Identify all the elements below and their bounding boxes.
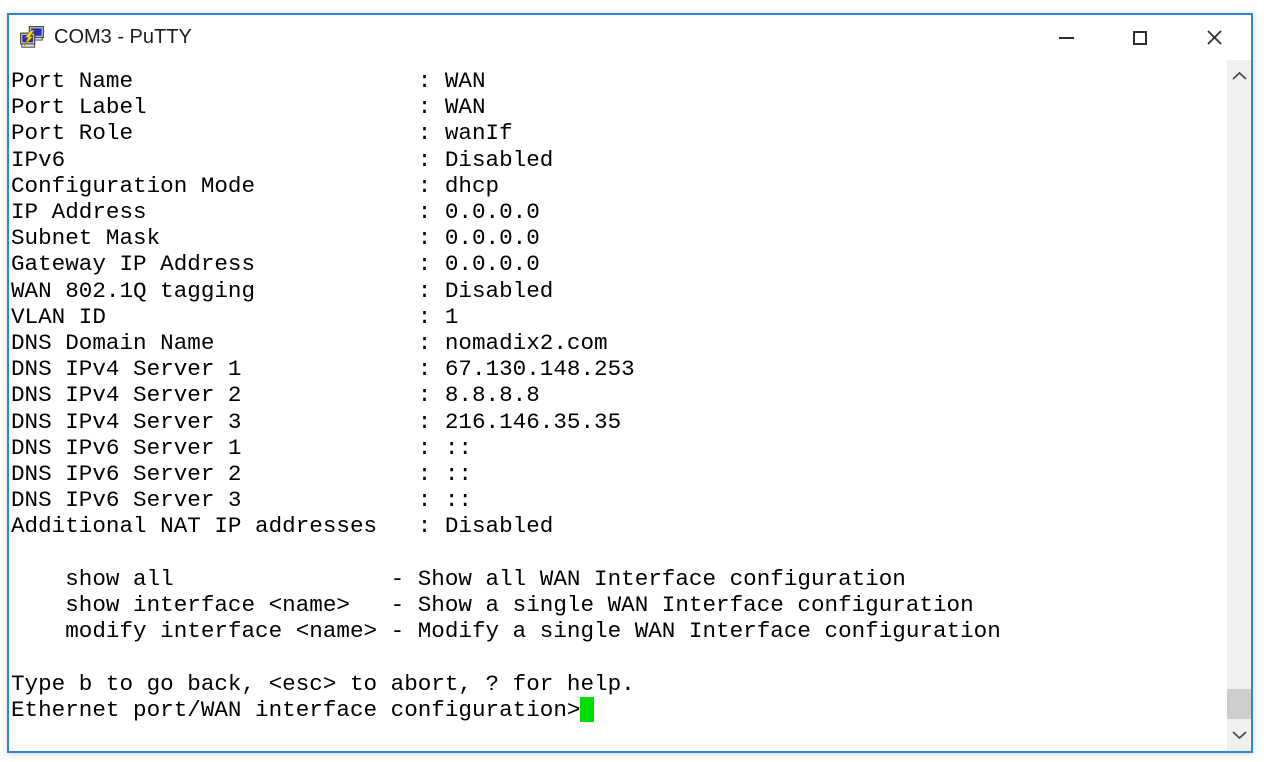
chevron-down-icon bbox=[1231, 731, 1247, 740]
maximize-button[interactable] bbox=[1103, 15, 1177, 60]
chevron-up-icon bbox=[1231, 71, 1247, 80]
window-title: COM3 - PuTTY bbox=[54, 26, 192, 48]
terminal-cursor bbox=[580, 697, 595, 723]
scroll-down-button[interactable] bbox=[1227, 719, 1251, 751]
window-content: Port Name : WAN Port Label : WAN Port Ro… bbox=[9, 60, 1251, 751]
titlebar[interactable]: COM3 - PuTTY bbox=[9, 15, 1251, 60]
prompt-text: Ethernet port/WAN interface configuratio… bbox=[11, 696, 581, 723]
putty-terminals-icon bbox=[20, 25, 44, 48]
close-button[interactable] bbox=[1177, 15, 1251, 60]
terminal-output: Port Name : WAN Port Label : WAN Port Ro… bbox=[11, 68, 1001, 697]
putty-window: COM3 - PuTTY Port Name : WAN Port Label bbox=[7, 13, 1253, 753]
close-icon bbox=[1206, 30, 1222, 45]
caption-buttons bbox=[1029, 15, 1251, 60]
scroll-up-button[interactable] bbox=[1227, 60, 1251, 92]
prompt-line: Ethernet port/WAN interface configuratio… bbox=[11, 697, 1227, 723]
minimize-icon bbox=[1058, 36, 1074, 39]
minimize-button[interactable] bbox=[1029, 15, 1103, 60]
maximize-icon bbox=[1133, 30, 1147, 45]
scrollbar bbox=[1227, 60, 1251, 751]
terminal-screen[interactable]: Port Name : WAN Port Label : WAN Port Ro… bbox=[9, 60, 1227, 751]
scrollbar-track[interactable] bbox=[1227, 92, 1251, 719]
putty-app-icon[interactable] bbox=[19, 25, 45, 51]
scrollbar-thumb[interactable] bbox=[1227, 689, 1251, 719]
